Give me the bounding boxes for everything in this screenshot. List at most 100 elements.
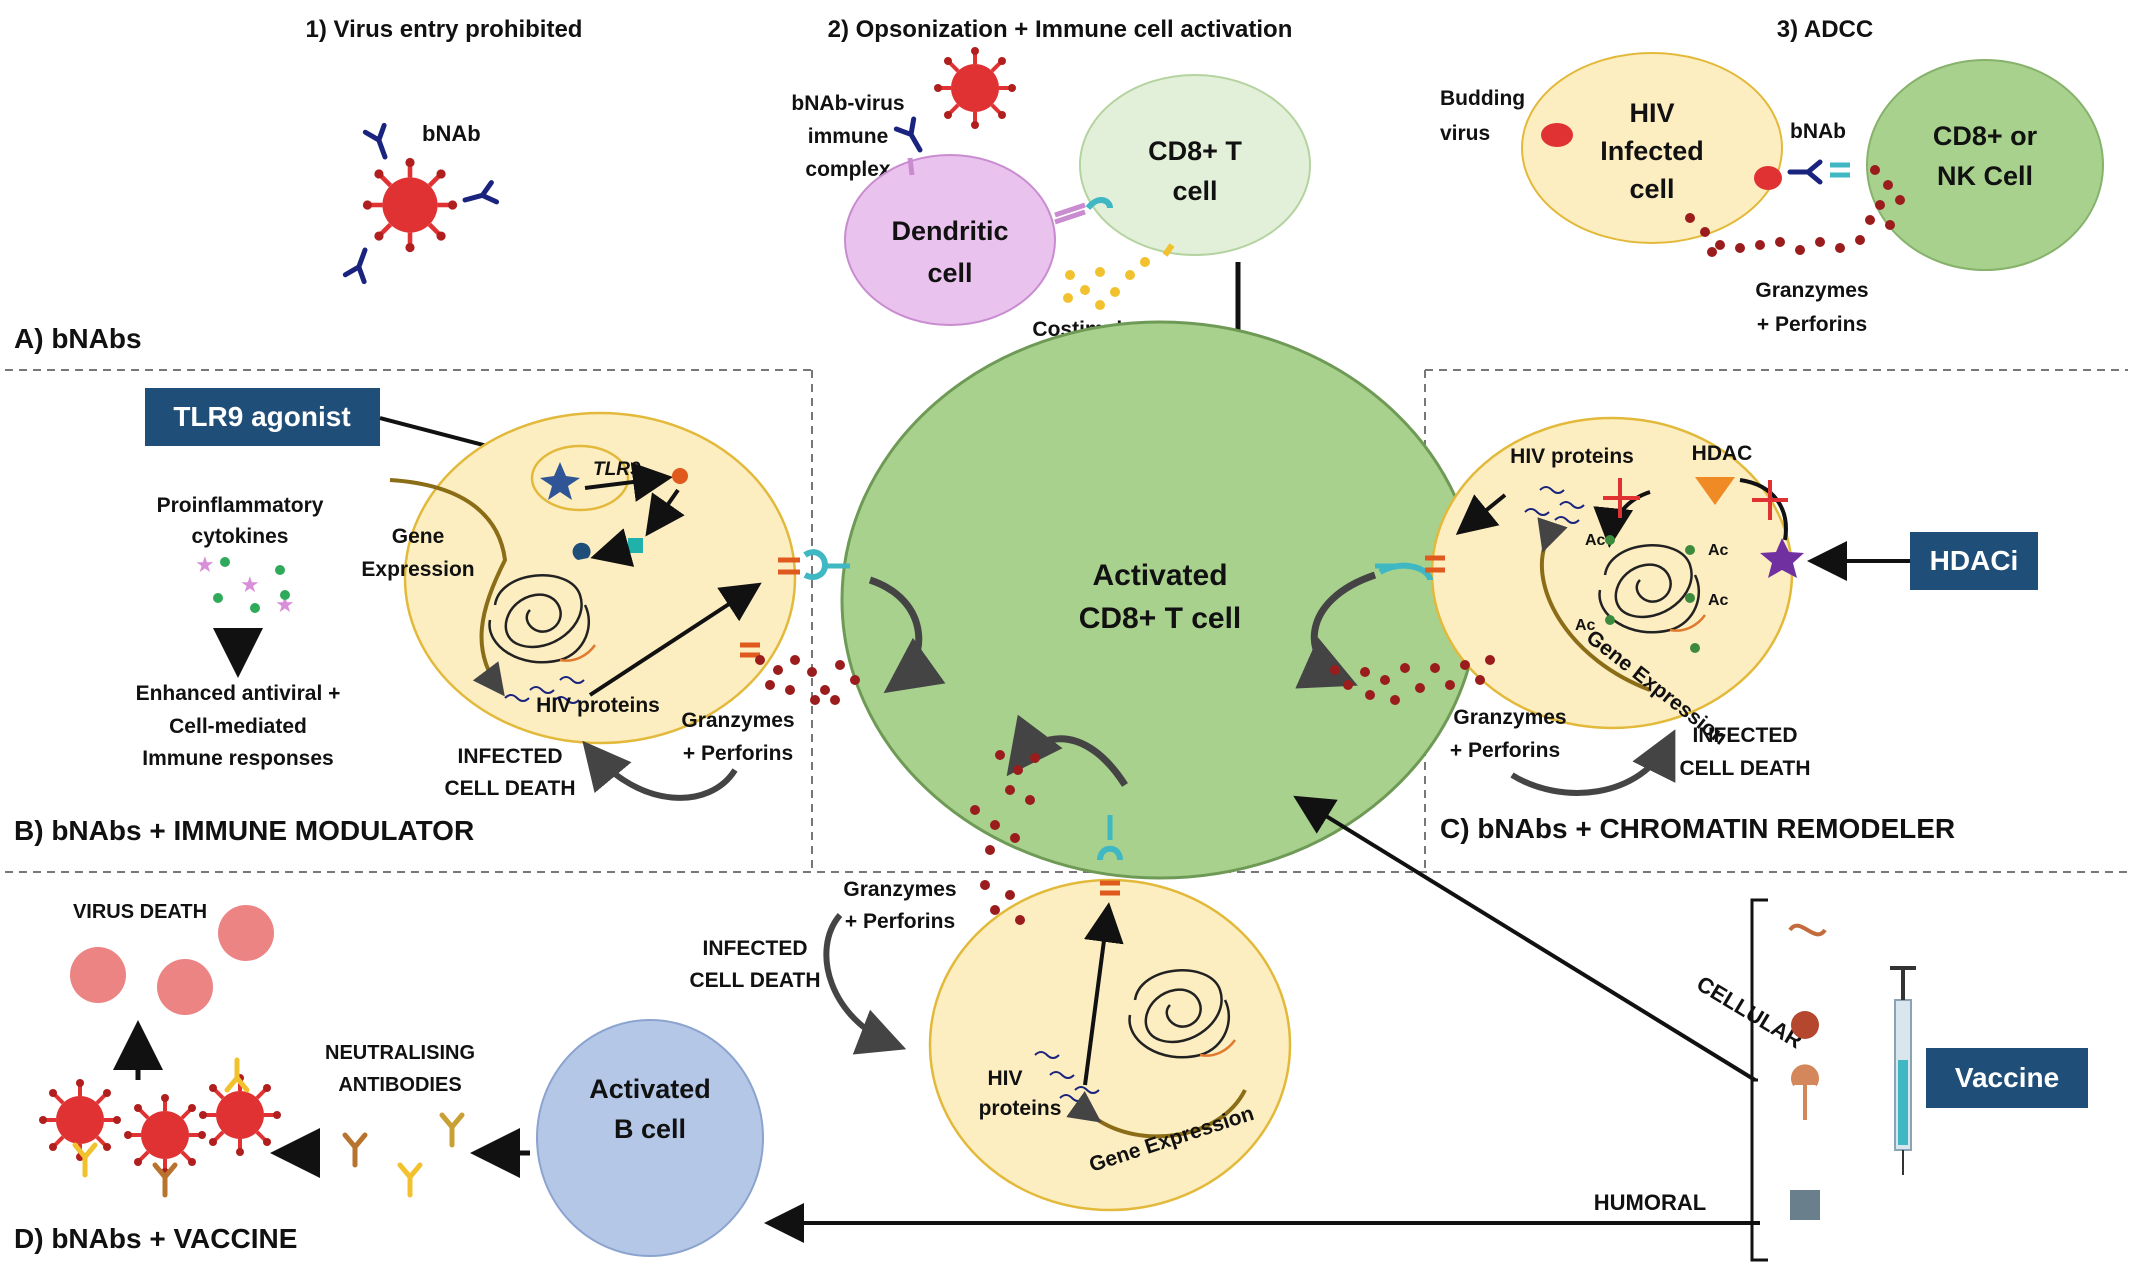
d-granzymes-2: + Perforins xyxy=(845,910,955,933)
mech1-title: 1) Virus entry prohibited xyxy=(306,16,583,43)
neutralising-2: ANTIBODIES xyxy=(338,1074,461,1096)
center-label-1: Activated xyxy=(1092,559,1227,592)
c-hiv-proteins: HIV proteins xyxy=(1510,445,1634,468)
hdaci-star-icon xyxy=(1760,538,1804,578)
tlr9-hiv-proteins: HIV proteins xyxy=(536,694,660,717)
nk-label-1: CD8+ or xyxy=(1933,121,2038,151)
virus-3 xyxy=(197,1072,283,1158)
dendritic-label-1: Dendritic xyxy=(891,216,1008,246)
cellular-label: CELLULAR xyxy=(1692,971,1807,1054)
panel-d-label: D) bNAbs + VACCINE xyxy=(14,1223,297,1254)
c-death-1: INFECTED xyxy=(1693,724,1798,747)
adcc-granzymes-2: + Perforins xyxy=(1757,313,1867,336)
nk-label-2: NK Cell xyxy=(1937,161,2033,191)
svg-text:immune: immune xyxy=(808,125,889,148)
panel-dividers xyxy=(5,369,2128,873)
ac-3: Ac xyxy=(1575,617,1596,634)
enhanced-1: Enhanced antiviral + xyxy=(136,682,341,705)
activated-cd8-center: Activated CD8+ T cell xyxy=(840,320,1480,880)
proinflammatory-2: cytokines xyxy=(192,525,289,548)
cd8-label-1: CD8+ T xyxy=(1148,136,1242,166)
c-death-2: CELL DEATH xyxy=(1679,757,1810,780)
dead-virus-clusters xyxy=(70,905,274,1015)
d-death-2: CELL DEATH xyxy=(689,969,820,992)
panel-b: TLR9 agonist TLR9 Gene Expression HIV pr… xyxy=(14,388,860,846)
d-hiv-proteins-2: proteins xyxy=(979,1097,1062,1120)
mech3-title: 3) ADCC xyxy=(1777,16,1873,43)
svg-text:★: ★ xyxy=(240,572,260,597)
c-granzymes-2: + Perforins xyxy=(1450,739,1560,762)
hdaci-box xyxy=(1910,532,2038,590)
infected-label-2: Infected xyxy=(1600,136,1704,166)
tlr9-agonist-box xyxy=(145,388,380,446)
hdaci-label: HDACi xyxy=(1930,545,2019,576)
complex-virus xyxy=(932,45,1018,131)
tlr9-label: TLR9 xyxy=(593,459,641,480)
neutralising-1: NEUTRALISING xyxy=(325,1042,475,1064)
budding-virus xyxy=(1541,123,1573,147)
d-granzymes-1: Granzymes xyxy=(843,878,956,901)
hdac-label: HDAC xyxy=(1692,442,1753,465)
virus-bnab-blocked xyxy=(345,125,496,281)
panel-a-label: A) bNAbs xyxy=(14,323,142,354)
d-hiv-proteins-1: HIV xyxy=(987,1067,1022,1090)
enhanced-2: Cell-mediated xyxy=(169,715,307,738)
budding-label-1: Budding xyxy=(1440,87,1525,110)
infected-label-1: HIV xyxy=(1629,98,1674,128)
panel-c-label: C) bNAbs + CHROMATIN REMODELER xyxy=(1440,813,1955,844)
b-death-1: INFECTED xyxy=(458,745,563,768)
c-granzymes-1: Granzymes xyxy=(1453,706,1566,729)
cytokine-particles: ★ ★ ★ xyxy=(195,552,295,617)
adcc-bnab-label: bNAb xyxy=(1790,120,1846,143)
cd8-label-2: cell xyxy=(1172,176,1217,206)
vaccine-box xyxy=(1926,1048,2088,1108)
d-granules xyxy=(970,750,1040,925)
mech2-title: 2) Opsonization + Immune cell activation xyxy=(828,16,1293,43)
panel-d: VIRUS DEATH NEUTRALISING ANTIBODIES Acti… xyxy=(14,750,2088,1262)
enhanced-3: Immune responses xyxy=(142,747,333,770)
hiv-infected-cell xyxy=(1521,52,1783,244)
svg-text:★: ★ xyxy=(195,552,215,577)
b-death-2: CELL DEATH xyxy=(444,777,575,800)
tlr9-gene-1: Gene xyxy=(392,525,445,548)
svg-text:bNAb-virus: bNAb-virus xyxy=(791,92,904,115)
vaccine-platform-icons xyxy=(1788,923,1827,1220)
panel-a: 1) Virus entry prohibited bNAb 2) Opsoni… xyxy=(14,16,2104,420)
infected-label-3: cell xyxy=(1629,174,1674,204)
b-granzymes-2: + Perforins xyxy=(683,742,793,765)
adcc-granules xyxy=(1685,165,1905,257)
cd8-t-cell-small xyxy=(1079,74,1311,256)
ac-1: Ac xyxy=(1585,532,1606,549)
b-cell-label-2: B cell xyxy=(614,1114,686,1144)
activated-b-cell xyxy=(536,1019,764,1257)
vaccine-label: Vaccine xyxy=(1955,1062,2059,1093)
ac-2: Ac xyxy=(1708,542,1729,559)
panel-c: HIV proteins HDAC HDACi Ac Ac Ac Ac Gene… xyxy=(1330,416,2038,844)
svg-text:complex: complex xyxy=(805,158,891,181)
virus-2 xyxy=(122,1092,208,1178)
adcc-granzymes-1: Granzymes xyxy=(1755,279,1868,302)
budding-label-2: virus xyxy=(1440,122,1490,145)
svg-text:★: ★ xyxy=(275,592,295,617)
hdac-triangle xyxy=(1695,477,1735,505)
syringe-icon xyxy=(1890,966,1916,1175)
center-label-2: CD8+ T cell xyxy=(1079,602,1242,635)
bnab-virus-complex-label: bNAb-virus immune complex xyxy=(791,92,904,181)
virus-death-label: VIRUS DEATH xyxy=(73,901,207,923)
b-granzymes-1: Granzymes xyxy=(681,709,794,732)
tlr9-star-icon xyxy=(540,462,580,500)
panel-b-label: B) bNAbs + IMMUNE MODULATOR xyxy=(14,815,474,846)
costimulatory-dots xyxy=(1045,243,1175,317)
tlr9-agonist-label: TLR9 agonist xyxy=(173,401,350,432)
b-granules xyxy=(755,655,860,705)
d-death-1: INFECTED xyxy=(703,937,808,960)
proinflammatory-1: Proinflammatory xyxy=(157,494,324,517)
mech1-bnab-label: bNAb xyxy=(422,121,481,146)
dendritic-label-2: cell xyxy=(927,258,972,288)
dendritic-cell xyxy=(844,154,1056,326)
c-granules xyxy=(1330,655,1495,705)
humoral-label: HUMORAL xyxy=(1594,1190,1706,1215)
tlr9-gene-2: Expression xyxy=(361,558,474,581)
ac-4: Ac xyxy=(1708,592,1729,609)
